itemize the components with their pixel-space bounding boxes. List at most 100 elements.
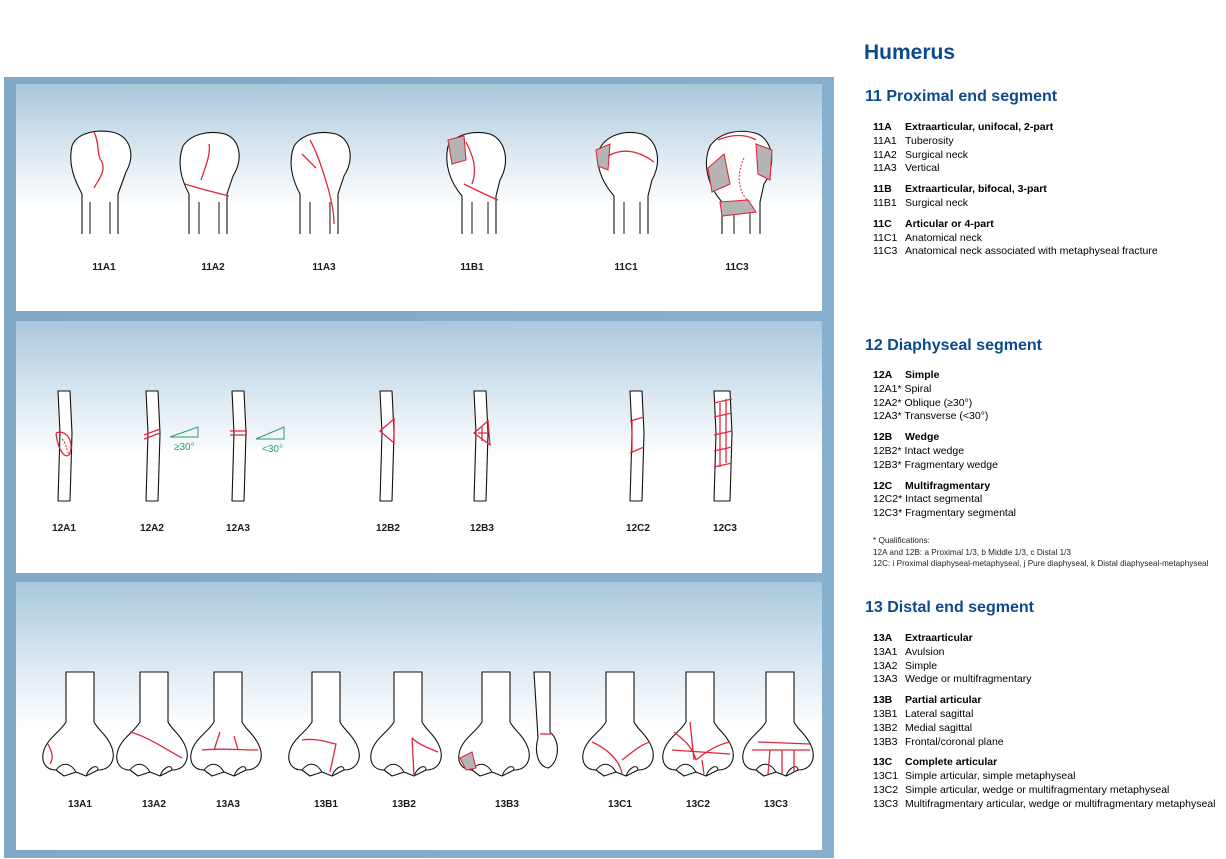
- figure-13B2: [370, 671, 442, 777]
- figure-13A1: [42, 671, 114, 777]
- figure-13C2: [662, 671, 734, 777]
- figure-13B3: [458, 671, 558, 777]
- label-11A2: 11A2: [201, 262, 225, 273]
- figure-11A3: [290, 131, 351, 234]
- item-12C2: 12C2* Intact segmental: [873, 493, 983, 506]
- segment-name-12: Diaphyseal segment: [887, 337, 1042, 354]
- label-11B1: 11B1: [460, 262, 484, 273]
- label-13A1: 13A1: [68, 799, 92, 810]
- figure-12B2: [379, 390, 395, 502]
- figure-13C3: [742, 671, 814, 777]
- figure-12C2: [629, 390, 645, 502]
- segment-heading-12: 12 Diaphyseal segment: [865, 337, 1042, 355]
- figure-12B3: [472, 390, 491, 502]
- figure-11A2: [179, 131, 240, 234]
- figure-13A3: [190, 671, 262, 777]
- figure-11C1: [595, 131, 658, 234]
- item-12C3: 12C3* Fragmentary segmental: [873, 507, 1017, 520]
- segment-number-13: 13: [865, 599, 883, 616]
- distal-band: 13A1 13A2 13A3 13B1 13B2 13B3 13C1 13C2 …: [16, 582, 822, 850]
- label-12B3: 12B3: [470, 523, 494, 534]
- angle-label-transverse: <30°: [262, 444, 283, 455]
- proximal-figures: 11A1 11A2 11A3 11B1 11C1 11C3: [70, 130, 773, 273]
- segment-heading-13: 13 Distal end segment: [865, 599, 1034, 617]
- label-12A2: 12A2: [140, 523, 164, 534]
- item-12A1: 12A1* Spiral: [873, 382, 932, 395]
- item-12A2: 12A2* Oblique (≥30°): [873, 396, 973, 409]
- label-13B2: 13B2: [392, 799, 416, 810]
- label-13A2: 13A2: [142, 799, 166, 810]
- item-12A3: 12A3* Transverse (<30°): [873, 410, 989, 423]
- diaphyseal-band: ≥30° <30°: [16, 321, 822, 573]
- figure-11B1: [446, 131, 506, 234]
- segment-name-13: Distal end segment: [887, 599, 1034, 616]
- figure-12A2: [143, 390, 161, 502]
- qualifications-title: * Qualifications:: [873, 536, 930, 545]
- label-12B2: 12B2: [376, 523, 400, 534]
- diaphyseal-figures: ≥30° <30°: [52, 390, 737, 534]
- label-11A1: 11A1: [92, 262, 116, 273]
- qualifications-line-2: 12C: i Proximal diaphyseal-metaphyseal, …: [873, 559, 1209, 568]
- label-13A3: 13A3: [216, 799, 240, 810]
- label-13C1: 13C1: [608, 799, 632, 810]
- label-11C1: 11C1: [614, 262, 638, 273]
- label-12C2: 12C2: [626, 523, 650, 534]
- label-12C3: 12C3: [713, 523, 737, 534]
- qualifications-note: * Qualifications: 12A and 12B: a Proxima…: [873, 535, 1208, 570]
- label-13B1: 13B1: [314, 799, 338, 810]
- figure-13C1: [582, 671, 654, 777]
- segment-name-11: Proximal end segment: [886, 88, 1058, 105]
- illustration-panel: 11A1 11A2 11A3 11B1 11C1 11C3: [4, 77, 834, 858]
- angle-marker-oblique: ≥30°: [169, 426, 199, 453]
- label-11A3: 11A3: [312, 262, 336, 273]
- figure-13B1: [288, 671, 360, 777]
- proximal-band: 11A1 11A2 11A3 11B1 11C1 11C3: [16, 84, 822, 311]
- label-12A3: 12A3: [226, 523, 250, 534]
- label-12A1: 12A1: [52, 523, 76, 534]
- segment-number-12: 12: [865, 337, 883, 354]
- figure-11C3: [705, 130, 773, 234]
- figure-13A2: [116, 671, 188, 777]
- item-12B2: 12B2* Intact wedge: [873, 444, 965, 457]
- page-title: Humerus: [864, 41, 956, 64]
- label-13B3: 13B3: [495, 799, 519, 810]
- label-13C2: 13C2: [686, 799, 710, 810]
- angle-marker-transverse: <30°: [255, 426, 285, 455]
- angle-label-oblique: ≥30°: [174, 442, 195, 453]
- figure-12A1: [55, 390, 73, 502]
- distal-figures: 13A1 13A2 13A3 13B1 13B2 13B3 13C1 13C2 …: [42, 671, 814, 810]
- segment-number-11: 11: [865, 88, 882, 105]
- label-13C3: 13C3: [764, 799, 788, 810]
- item-12B3: 12B3* Fragmentary wedge: [873, 458, 998, 471]
- figure-12A3: [230, 390, 247, 502]
- figure-11A1: [70, 130, 132, 234]
- figure-12C3: [713, 390, 733, 502]
